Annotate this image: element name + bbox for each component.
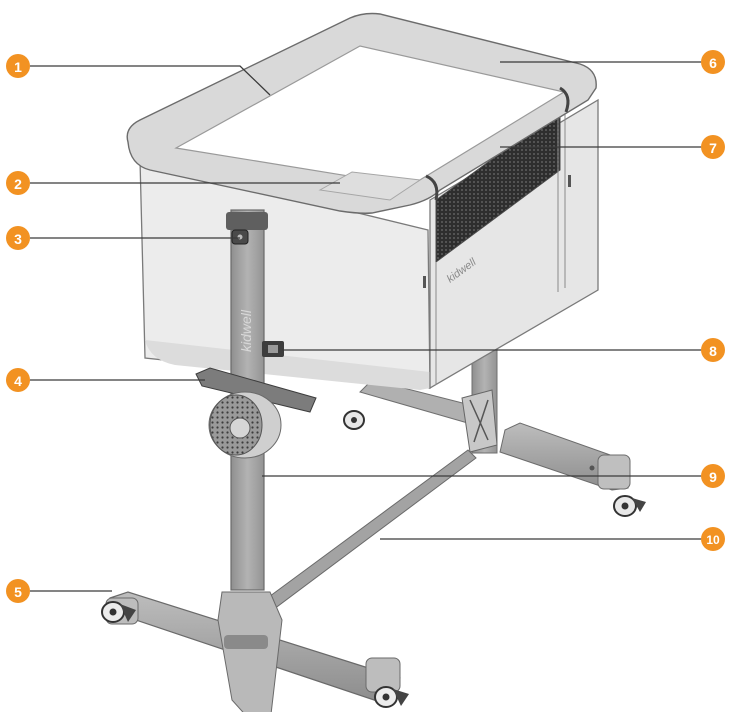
- diagonal-brace: [261, 449, 477, 613]
- bassinet: kidwell: [126, 12, 599, 390]
- svg-text:2: 2: [14, 176, 22, 192]
- callouts: 1 2 3 4 5 6 7 8: [6, 50, 725, 603]
- side-hook-bar[interactable]: [195, 367, 317, 413]
- svg-text:9: 9: [709, 469, 717, 485]
- pillow-pad: [318, 171, 422, 201]
- callout-badge-4: 4: [6, 368, 30, 392]
- rear-right-caster: [613, 495, 646, 517]
- callout-badge-8: 8: [701, 338, 725, 362]
- tilt-adjust-knob[interactable]: [208, 391, 282, 459]
- right-foot-hole: [589, 465, 595, 471]
- post-top-clamp: [226, 212, 268, 230]
- callout-badge-10: 10: [701, 527, 725, 551]
- front-left-caster: [101, 601, 136, 623]
- svg-text:7: 7: [709, 140, 717, 156]
- leader-1: [30, 65, 271, 96]
- front-frame: kidwell: [101, 209, 477, 712]
- svg-text:3: 3: [14, 231, 22, 247]
- callout-badge-3: 3: [6, 226, 30, 250]
- callout-badge-5: 5: [6, 579, 30, 603]
- rear-left-caster: [343, 410, 365, 430]
- callout-badge-2: 2: [6, 171, 30, 195]
- callout-badge-6: 6: [701, 50, 725, 74]
- callout-badge-1: 1: [6, 54, 30, 78]
- foot-hub: [217, 591, 283, 712]
- svg-text:8: 8: [709, 343, 717, 359]
- svg-text:10: 10: [706, 533, 720, 547]
- callout-badge-7: 7: [701, 135, 725, 159]
- svg-text:4: 4: [14, 373, 22, 389]
- post-logo: kidwell: [238, 309, 254, 352]
- svg-text:5: 5: [14, 584, 22, 600]
- front-right-caster: [374, 686, 409, 708]
- svg-text:1: 1: [14, 59, 22, 75]
- callout-badge-9: 9: [701, 464, 725, 488]
- right-foot-cap: [597, 454, 631, 490]
- strap-buckle[interactable]: [262, 341, 284, 357]
- svg-text:6: 6: [709, 55, 717, 71]
